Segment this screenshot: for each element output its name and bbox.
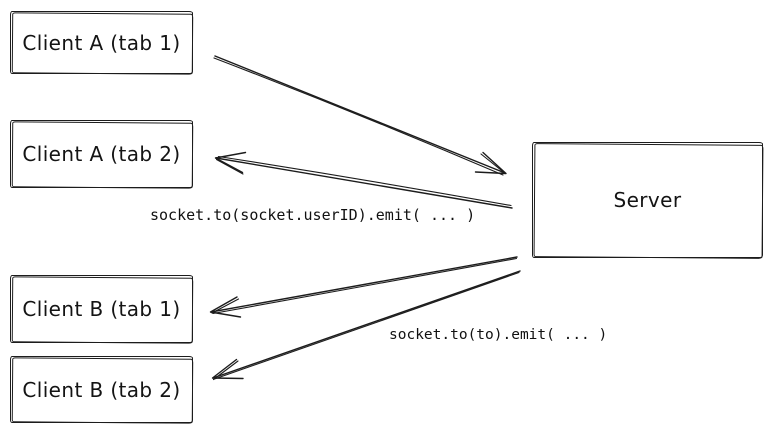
arrow-server-to-client-b-tab2 xyxy=(211,270,521,381)
arrow-server-to-client-b-tab1 xyxy=(209,256,518,318)
arrow-server-to-client-a-tab2 xyxy=(214,151,513,209)
node-client-b-tab2: Client B (tab 2) xyxy=(10,356,193,423)
node-client-b-tab2-label: Client B (tab 2) xyxy=(22,377,181,402)
node-client-a-tab2-label: Client A (tab 2) xyxy=(22,142,181,166)
node-server-label: Server xyxy=(613,188,682,212)
arrow-client-a-tab1-to-server xyxy=(213,55,507,176)
node-client-a-tab1-label: Client A (tab 1) xyxy=(22,30,181,55)
node-client-a-tab1: Client A (tab 1) xyxy=(10,11,193,74)
node-client-b-tab1-label: Client B (tab 1) xyxy=(22,297,181,321)
node-client-a-tab2: Client A (tab 2) xyxy=(10,120,193,188)
node-server: Server xyxy=(532,142,763,258)
code-label-userid-broadcast: socket.to(socket.userID).emit( ... ) xyxy=(150,206,476,224)
node-client-b-tab1: Client B (tab 1) xyxy=(10,275,193,343)
code-label-to-broadcast: socket.to(to).emit( ... ) xyxy=(389,327,608,343)
